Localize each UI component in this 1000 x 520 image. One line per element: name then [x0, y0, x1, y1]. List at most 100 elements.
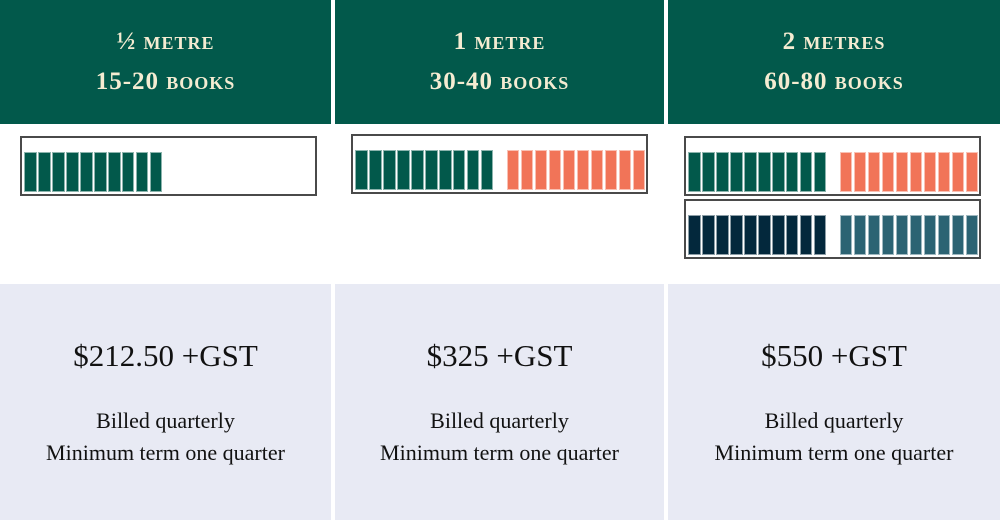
book-spine-icon — [771, 215, 785, 255]
book-spine-icon — [65, 152, 79, 192]
plan-book-count: 60-80 books — [764, 68, 904, 95]
term-note: Minimum term one quarter — [46, 440, 285, 465]
book-spine-icon — [396, 150, 410, 190]
book-spine-icon — [951, 215, 965, 255]
book-spine-icon — [424, 150, 438, 190]
plan-size: 1 metre — [453, 28, 546, 55]
book-spine-icon — [965, 152, 979, 192]
book-spine-icon — [382, 150, 396, 190]
book-spine-icon — [562, 150, 576, 190]
plan-book-count: 15-20 books — [95, 68, 236, 95]
book-spine-icon — [757, 152, 771, 192]
book-spine-icon — [51, 152, 65, 192]
book-spine-icon — [785, 152, 799, 192]
book-group — [839, 215, 980, 255]
plan-card-half-metre: ½ metre 15-20 books $212.50 +GST Billed … — [0, 0, 331, 520]
book-spine-icon — [951, 152, 965, 192]
book-spine-icon — [715, 215, 729, 255]
book-spine-icon — [632, 150, 646, 190]
book-spine-icon — [576, 150, 590, 190]
price: $212.50 +GST — [73, 338, 258, 373]
book-spine-icon — [813, 152, 827, 192]
book-group — [355, 150, 495, 190]
book-spine-icon — [604, 150, 618, 190]
book-spine-icon — [729, 215, 743, 255]
book-spine-icon — [701, 215, 715, 255]
plan-card-two-metres: 2 metres 60-80 books $550 +GST Billed qu… — [668, 0, 1000, 520]
book-spine-icon — [701, 152, 715, 192]
book-spine-icon — [506, 150, 520, 190]
bookshelf — [684, 136, 981, 196]
book-group — [24, 152, 164, 192]
billing-note: Billed quarterly — [96, 408, 235, 433]
bookshelf — [684, 199, 981, 259]
book-spine-icon — [895, 215, 909, 255]
price-panel: $550 +GST Billed quarterly Minimum term … — [668, 284, 1000, 520]
book-spine-icon — [368, 150, 382, 190]
book-spine-icon — [743, 215, 757, 255]
book-spine-icon — [853, 152, 867, 192]
book-spine-icon — [937, 215, 951, 255]
book-spine-icon — [839, 215, 853, 255]
term-note: Minimum term one quarter — [714, 440, 954, 465]
book-spine-icon — [548, 150, 562, 190]
book-spine-icon — [149, 152, 163, 192]
book-spine-icon — [520, 150, 534, 190]
billing-note: Billed quarterly — [764, 408, 904, 433]
book-spine-icon — [438, 150, 452, 190]
book-spine-icon — [867, 152, 881, 192]
book-spine-icon — [839, 152, 853, 192]
shelf-illustration — [335, 124, 664, 284]
book-spine-icon — [715, 152, 729, 192]
shelf-illustration — [0, 124, 331, 284]
book-spine-icon — [853, 215, 867, 255]
book-spine-icon — [590, 150, 604, 190]
book-spine-icon — [729, 152, 743, 192]
book-spine-icon — [923, 215, 937, 255]
book-spine-icon — [24, 152, 37, 192]
book-spine-icon — [813, 215, 827, 255]
price-panel: $212.50 +GST Billed quarterly Minimum te… — [0, 284, 331, 520]
book-spine-icon — [480, 150, 494, 190]
book-spine-icon — [757, 215, 771, 255]
book-spine-icon — [965, 215, 979, 255]
price-panel: $325 +GST Billed quarterly Minimum term … — [335, 284, 664, 520]
book-spine-icon — [79, 152, 93, 192]
billing-note: Billed quarterly — [430, 408, 569, 433]
bookshelf — [20, 136, 317, 196]
book-spine-icon — [355, 150, 368, 190]
book-spine-icon — [121, 152, 135, 192]
book-spine-icon — [881, 152, 895, 192]
book-group — [506, 150, 647, 190]
book-spine-icon — [688, 215, 701, 255]
book-spine-icon — [688, 152, 701, 192]
price: $325 +GST — [426, 338, 573, 373]
book-spine-icon — [93, 152, 107, 192]
book-spine-icon — [743, 152, 757, 192]
book-spine-icon — [799, 152, 813, 192]
price: $550 +GST — [761, 338, 907, 373]
plan-header: 2 metres 60-80 books — [668, 0, 1000, 124]
book-spine-icon — [785, 215, 799, 255]
bookshelf — [351, 134, 648, 194]
book-spine-icon — [909, 215, 923, 255]
book-spine-icon — [135, 152, 149, 192]
book-spine-icon — [909, 152, 923, 192]
plan-card-one-metre: 1 metre 30-40 books $325 +GST Billed qua… — [335, 0, 664, 520]
term-note: Minimum term one quarter — [380, 440, 619, 465]
book-spine-icon — [107, 152, 121, 192]
book-spine-icon — [895, 152, 909, 192]
book-spine-icon — [923, 152, 937, 192]
plan-header: 1 metre 30-40 books — [335, 0, 664, 124]
book-spine-icon — [37, 152, 51, 192]
plan-size: 2 metres — [782, 28, 886, 55]
book-spine-icon — [466, 150, 480, 190]
book-spine-icon — [534, 150, 548, 190]
plan-book-count: 30-40 books — [429, 68, 570, 95]
book-spine-icon — [867, 215, 881, 255]
book-group — [839, 152, 980, 192]
book-spine-icon — [410, 150, 424, 190]
book-group — [688, 152, 828, 192]
book-spine-icon — [799, 215, 813, 255]
book-group — [688, 215, 828, 255]
